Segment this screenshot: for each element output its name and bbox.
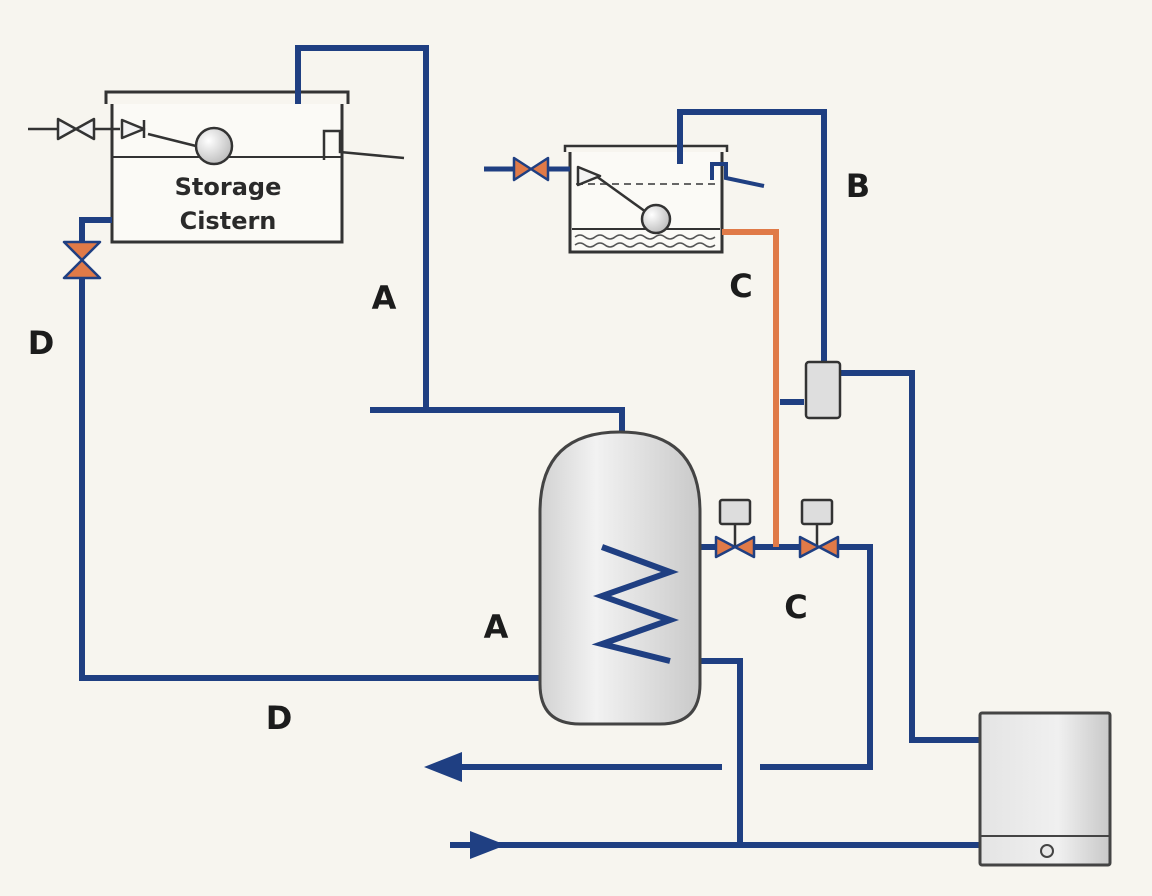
storage-cistern-label-line2: Cistern	[180, 207, 277, 235]
float-ball-small	[640, 203, 672, 235]
circulating-pump	[804, 360, 842, 420]
label-d-bottom: D	[266, 699, 293, 737]
feed-expansion-cistern	[563, 144, 765, 254]
label-b: B	[846, 167, 870, 205]
boiler-indicator-icon	[1040, 844, 1054, 858]
label-a-lower: A	[484, 608, 509, 646]
boiler	[978, 711, 1112, 867]
label-a-upper: A	[372, 279, 397, 317]
label-d-left: D	[28, 324, 55, 362]
zone-valve-right	[798, 498, 840, 559]
float-ball	[194, 126, 234, 166]
storage-outlet-valve	[62, 240, 102, 280]
hot-outlet-arrow-icon	[424, 752, 462, 782]
heating-coil	[591, 544, 680, 664]
hot-water-cylinder	[538, 430, 702, 726]
storage-cistern-label: Storage	[175, 173, 282, 201]
label-c-lower: C	[784, 588, 807, 626]
float-valve	[120, 118, 146, 140]
label-c-upper: C	[729, 267, 752, 305]
feed-inlet-valve	[484, 156, 570, 182]
zone-valve-left	[714, 498, 756, 559]
return-inlet-arrow-icon	[470, 831, 506, 859]
inlet-stop-valve	[56, 117, 96, 141]
pipework	[79, 45, 980, 848]
feed-expansion-pipe	[722, 229, 779, 547]
